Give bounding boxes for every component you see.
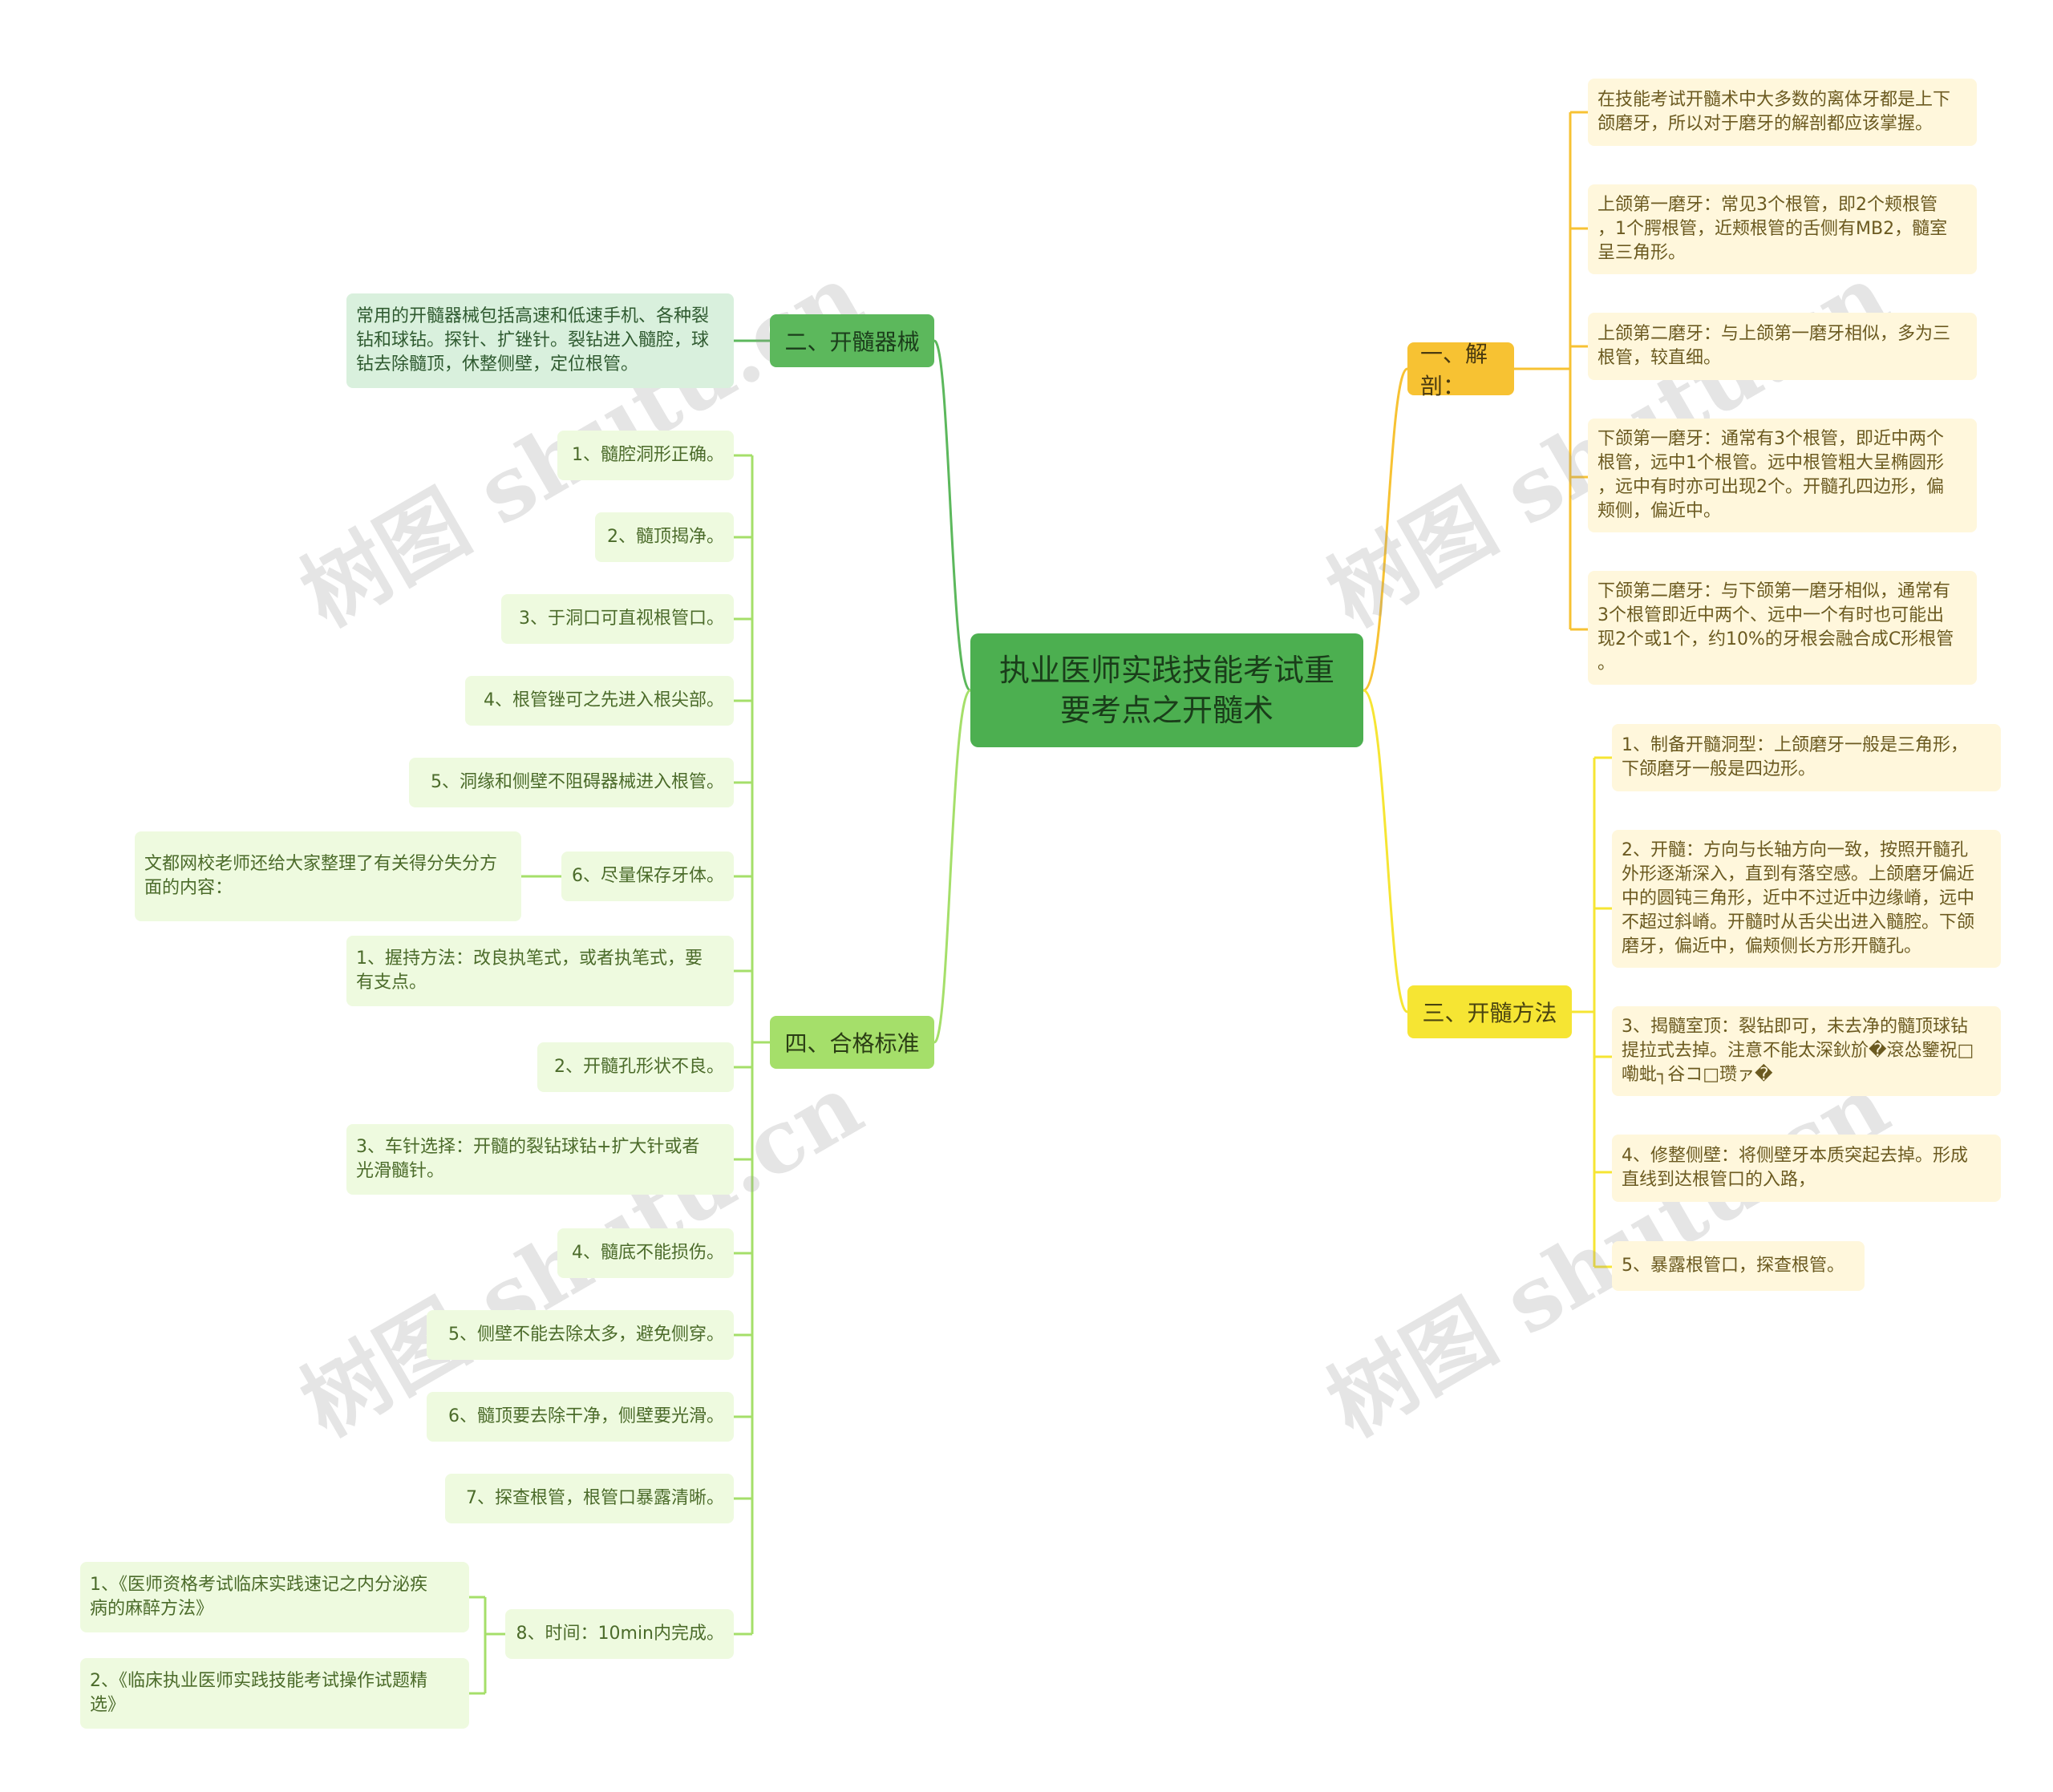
list-item[interactable]: 2、开髓孔形状不良。 <box>537 1042 734 1092</box>
list-item[interactable]: 文都网校老师还给大家整理了有关得分失分方 面的内容： <box>135 831 521 921</box>
branch-standards[interactable]: 四、合格标准 <box>770 1016 934 1069</box>
list-item[interactable]: 上颌第一磨牙：常见3个根管，即2个颊根管 ，1个腭根管，近颊根管的舌侧有MB2，… <box>1588 184 1977 274</box>
list-item[interactable]: 4、修整侧壁：将侧壁牙本质突起去掉。形成 直线到达根管口的入路， <box>1612 1135 2001 1202</box>
list-item[interactable]: 2、开髓：方向与长轴方向一致，按照开髓孔 外形逐渐深入，直到有落空感。上颌磨牙偏… <box>1612 830 2001 968</box>
list-item[interactable]: 在技能考试开髓术中大多数的离体牙都是上下 颌磨牙，所以对于磨牙的解剖都应该掌握。 <box>1588 79 1977 146</box>
list-item[interactable]: 3、车针选择：开髓的裂钻球钻+扩大针或者 光滑髓针。 <box>346 1124 734 1195</box>
central-topic[interactable]: 执业医师实践技能考试重 要考点之开髓术 <box>970 633 1363 747</box>
list-item[interactable]: 上颌第二磨牙：与上颌第一磨牙相似，多为三 根管，较直细。 <box>1588 313 1977 380</box>
list-item[interactable]: 4、髓底不能损伤。 <box>557 1228 734 1278</box>
central-topic-label: 执业医师实践技能考试重 要考点之开髓术 <box>998 653 1334 728</box>
branch-label: 一、解剖： <box>1420 341 1488 399</box>
leaf-text: 常用的开髓器械包括高速和低速手机、各种裂 钻和球钻。探针、扩锉针。裂钻进入髓腔，… <box>356 306 710 374</box>
branch-label: 四、合格标准 <box>784 1030 920 1057</box>
list-item[interactable]: 6、髓顶要去除干净，侧壁要光滑。 <box>427 1392 734 1442</box>
list-item[interactable]: 1、《医师资格考试临床实践速记之内分泌疾 病的麻醉方法》 <box>80 1562 469 1632</box>
list-item[interactable]: 下颌第二磨牙：与下颌第一磨牙相似，通常有 3个根管即近中两个、远中一个有时也可能… <box>1588 571 1977 685</box>
list-item[interactable]: 5、侧壁不能去除太多，避免侧穿。 <box>427 1310 734 1360</box>
list-item[interactable]: 6、尽量保存牙体。 <box>561 852 734 901</box>
list-item[interactable]: 7、探查根管，根管口暴露清晰。 <box>445 1474 734 1523</box>
list-item[interactable]: 下颌第一磨牙：通常有3个根管，即近中两个 根管，远中1个根管。远中根管粗大呈椭圆… <box>1588 419 1977 532</box>
branch-label: 三、开髓方法 <box>1422 1000 1557 1026</box>
leaf-instruments[interactable]: 常用的开髓器械包括高速和低速手机、各种裂 钻和球钻。探针、扩锉针。裂钻进入髓腔，… <box>346 293 734 388</box>
list-item[interactable]: 1、制备开髓洞型：上颌磨牙一般是三角形， 下颌磨牙一般是四边形。 <box>1612 724 2001 791</box>
list-item[interactable]: 5、洞缘和侧壁不阻碍器械进入根管。 <box>409 758 734 807</box>
list-item[interactable]: 5、暴露根管口，探查根管。 <box>1612 1241 1865 1291</box>
list-item[interactable]: 8、时间：10min内完成。 <box>505 1609 734 1659</box>
list-item[interactable]: 2、《临床执业医师实践技能考试操作试题精 选》 <box>80 1658 469 1729</box>
list-item[interactable]: 2、髓顶揭净。 <box>595 512 734 562</box>
list-item[interactable]: 3、于洞口可直视根管口。 <box>501 594 734 644</box>
branch-method[interactable]: 三、开髓方法 <box>1407 985 1572 1038</box>
branch-label: 二、开髓器械 <box>784 329 920 355</box>
list-item[interactable]: 3、揭髓室顶：裂钻即可，未去净的髓顶球钻 提拉式去掉。注意不能太深鈥斺�滾怂鑒祝… <box>1612 1006 2001 1096</box>
branch-anatomy[interactable]: 一、解剖： <box>1407 341 1514 399</box>
branch-instruments[interactable]: 二、开髓器械 <box>770 314 934 367</box>
list-item[interactable]: 1、髓腔洞形正确。 <box>557 431 734 480</box>
list-item[interactable]: 1、握持方法：改良执笔式，或者执笔式，要 有支点。 <box>346 936 734 1006</box>
list-item[interactable]: 4、根管锉可之先进入根尖部。 <box>465 676 734 726</box>
